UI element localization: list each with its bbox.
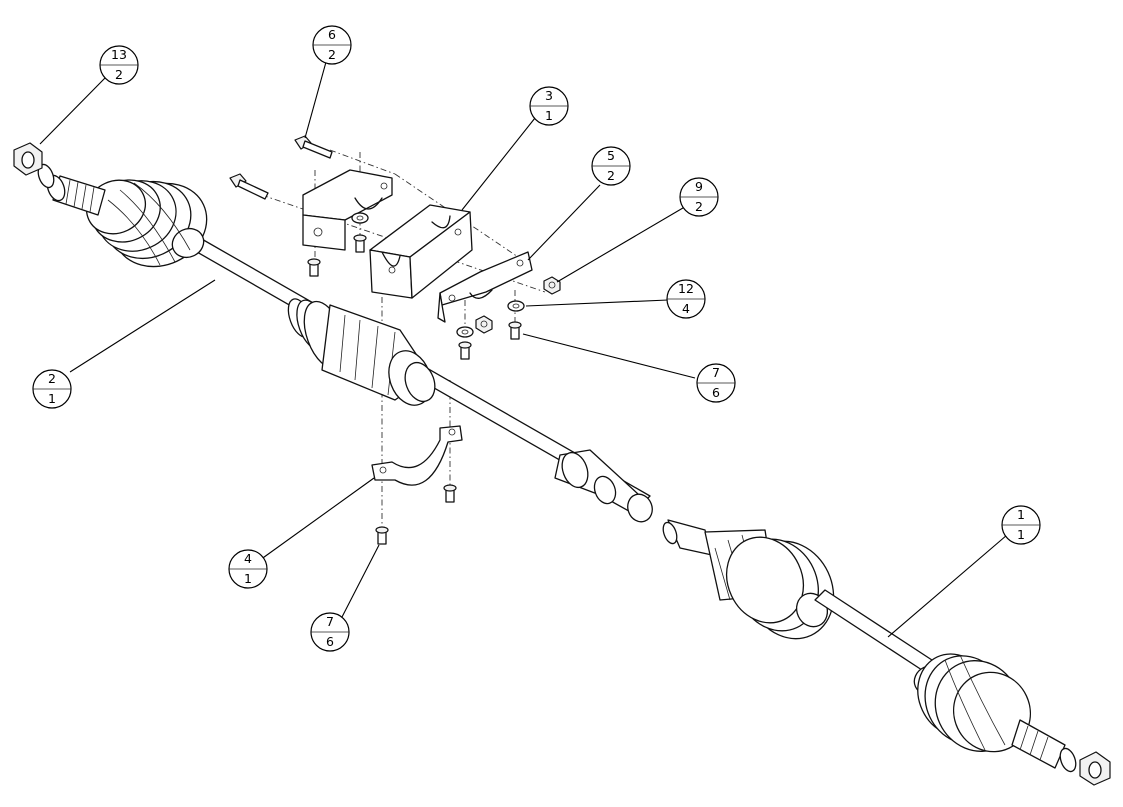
- balloon-12-qty: 4: [682, 301, 690, 316]
- bolt-7-c: [458, 341, 472, 360]
- balloon-5-qty: 2: [607, 168, 615, 183]
- balloon-6-item: 6: [328, 27, 336, 42]
- bolt-part-6-upper: [294, 135, 333, 159]
- balloon-1-item: 1: [1017, 507, 1025, 522]
- balloon-2-item: 2: [48, 371, 56, 386]
- bracket-part-5-lower: [437, 251, 533, 323]
- balloon-7b: 7 6: [310, 612, 350, 652]
- washer-part-12-group: [351, 212, 525, 338]
- strap-clamp-part-4: [371, 425, 463, 486]
- balloon-7a-item: 7: [712, 365, 720, 380]
- balloon-2: 2 1: [32, 369, 72, 409]
- balloon-7a: 7 6: [696, 363, 736, 403]
- balloon-9-item: 9: [695, 179, 703, 194]
- balloon-4-item: 4: [244, 551, 252, 566]
- balloon-1: 1 1: [1001, 505, 1041, 545]
- bolt-7-e: [443, 484, 457, 503]
- bolt-7-d: [508, 321, 522, 340]
- balloon-7b-item: 7: [326, 614, 334, 629]
- balloon-3-item: 3: [545, 88, 553, 103]
- balloon-6: 6 2: [312, 25, 352, 65]
- balloon-7b-qty: 6: [326, 634, 334, 649]
- balloon-2-qty: 1: [48, 391, 56, 406]
- balloon-5: 5 2: [591, 146, 631, 186]
- balloon-6-qty: 2: [328, 47, 336, 62]
- bracket-part-5-upper: [302, 169, 393, 251]
- intermediate-shaft-part-2: [37, 163, 653, 523]
- balloon-12: 12 4: [666, 279, 706, 319]
- balloon-13: 13 2: [99, 45, 139, 85]
- axle-shaft-part-1: [662, 519, 1077, 773]
- bearing-block-part-3: [369, 204, 473, 299]
- left-cv-boot: [86, 179, 208, 268]
- balloon-4-qty: 1: [244, 571, 252, 586]
- balloon-3-qty: 1: [545, 108, 553, 123]
- balloon-9-qty: 2: [695, 199, 703, 214]
- nut-part-9-group: [475, 276, 561, 334]
- balloon-5-item: 5: [607, 148, 615, 163]
- balloon-4: 4 1: [228, 549, 268, 589]
- axle-nut-part-13-left: [13, 142, 43, 176]
- balloon-7a-qty: 6: [712, 385, 720, 400]
- axle-nut-part-13-right: [1079, 751, 1111, 786]
- bolt-part-6-lower: [229, 173, 269, 200]
- balloon-12-item: 12: [678, 281, 694, 296]
- bolt-7-a: [307, 258, 321, 277]
- bolt-part-7-group: [307, 234, 522, 545]
- leader-lines: [39, 61, 1008, 638]
- balloon-9: 9 2: [679, 177, 719, 217]
- bolt-7-f: [375, 526, 389, 545]
- balloon-13-qty: 2: [115, 67, 123, 82]
- balloon-1-qty: 1: [1017, 527, 1025, 542]
- balloon-3: 3 1: [529, 86, 569, 126]
- bolt-7-b: [353, 234, 367, 253]
- center-cv-joint: [287, 298, 436, 406]
- balloon-13-item: 13: [111, 47, 127, 62]
